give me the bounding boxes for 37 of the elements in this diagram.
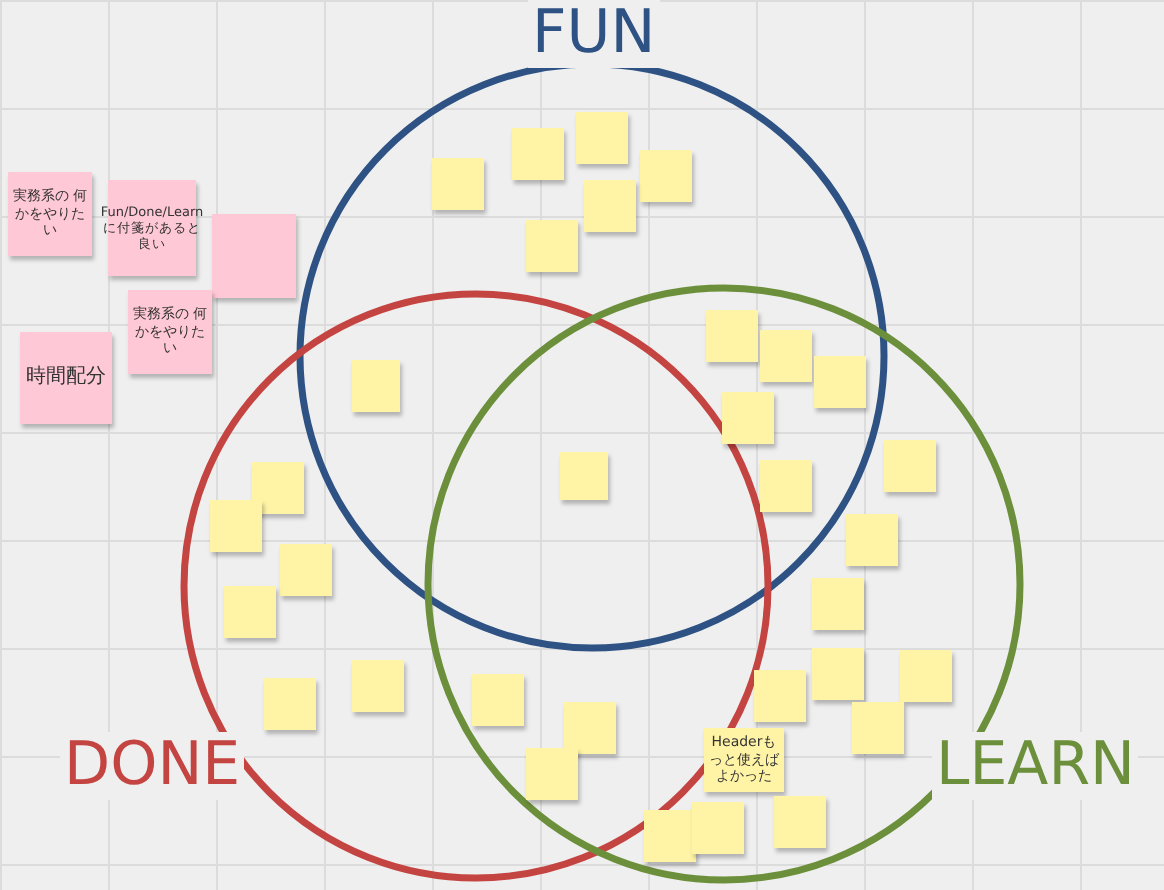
sticky-note <box>264 678 316 730</box>
sticky-note <box>512 128 564 180</box>
sticky-note: 時間配分 <box>20 332 112 424</box>
sticky-note <box>754 670 806 722</box>
sticky-note <box>526 220 578 272</box>
sticky-note <box>812 648 864 700</box>
sticky-note <box>280 544 332 596</box>
sticky-note <box>760 330 812 382</box>
sticky-note <box>900 650 952 702</box>
sticky-note <box>884 440 936 492</box>
sticky-note <box>814 356 866 408</box>
circle-title: DONE <box>60 732 245 800</box>
sticky-note <box>584 180 636 232</box>
sticky-note <box>432 158 484 210</box>
sticky-note <box>576 112 628 164</box>
sticky-note <box>212 214 296 298</box>
circle-title: FUN <box>528 0 660 68</box>
sticky-note <box>352 360 400 412</box>
sticky-note <box>352 660 404 712</box>
sticky-note <box>472 674 524 726</box>
sticky-note <box>846 514 898 566</box>
sticky-note <box>706 310 758 362</box>
sticky-note <box>560 452 608 500</box>
sticky-note <box>852 702 904 754</box>
sticky-note <box>526 748 578 800</box>
sticky-note <box>564 702 616 754</box>
sticky-note <box>644 810 696 862</box>
sticky-note <box>252 462 304 514</box>
sticky-note <box>812 578 864 630</box>
sticky-note <box>640 150 692 202</box>
sticky-note <box>722 392 774 444</box>
circle-title: LEARN <box>932 732 1139 800</box>
sticky-note <box>210 500 262 552</box>
sticky-note <box>692 802 744 854</box>
sticky-note <box>224 586 276 638</box>
sticky-note <box>774 796 826 848</box>
sticky-note <box>760 460 812 512</box>
